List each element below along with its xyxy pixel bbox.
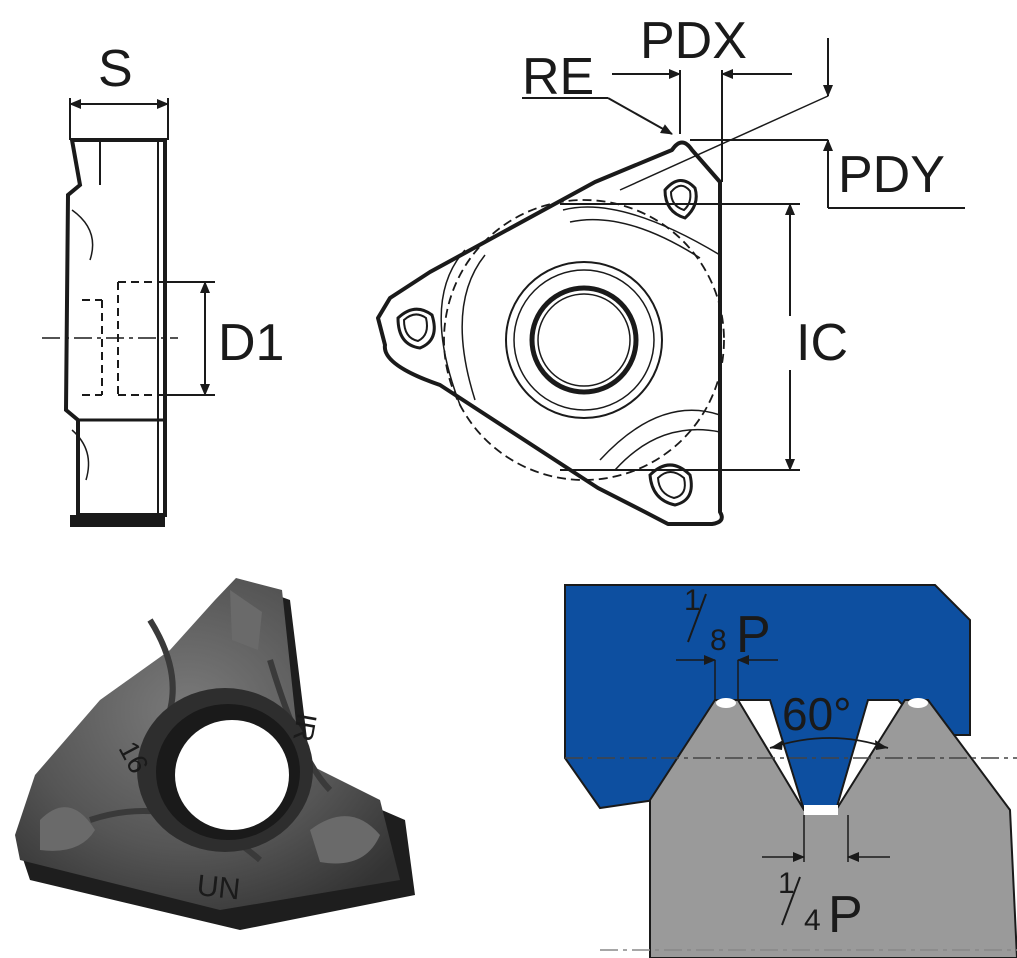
crest-fraction-p: P: [736, 606, 771, 664]
side-view-base: [70, 515, 165, 527]
dim-label-s: S: [98, 40, 133, 98]
dim-label-ic: IC: [796, 314, 848, 372]
dim-label-pdx: PDX: [640, 12, 747, 70]
root-fraction-p: P: [828, 886, 863, 944]
dim-label-pdy: PDY: [838, 146, 945, 204]
root-fraction-numerator: 1: [778, 867, 795, 900]
thread-profile: [564, 584, 1017, 958]
insert-center-hole: [175, 720, 289, 830]
insert-render: [15, 578, 415, 930]
crest-fraction-numerator: 1: [684, 584, 701, 617]
front-view: [376, 38, 965, 526]
thread-angle-label: 60°: [782, 688, 852, 740]
root-fraction-denominator: 4: [804, 904, 821, 937]
dim-label-re: RE: [522, 48, 594, 106]
insert-mark-right: IR: [287, 711, 322, 744]
crest-fraction-denominator: 8: [710, 624, 727, 657]
side-view: [42, 98, 215, 527]
insert-mark-bottom: UN: [195, 869, 242, 906]
dim-label-d1: D1: [218, 314, 284, 372]
